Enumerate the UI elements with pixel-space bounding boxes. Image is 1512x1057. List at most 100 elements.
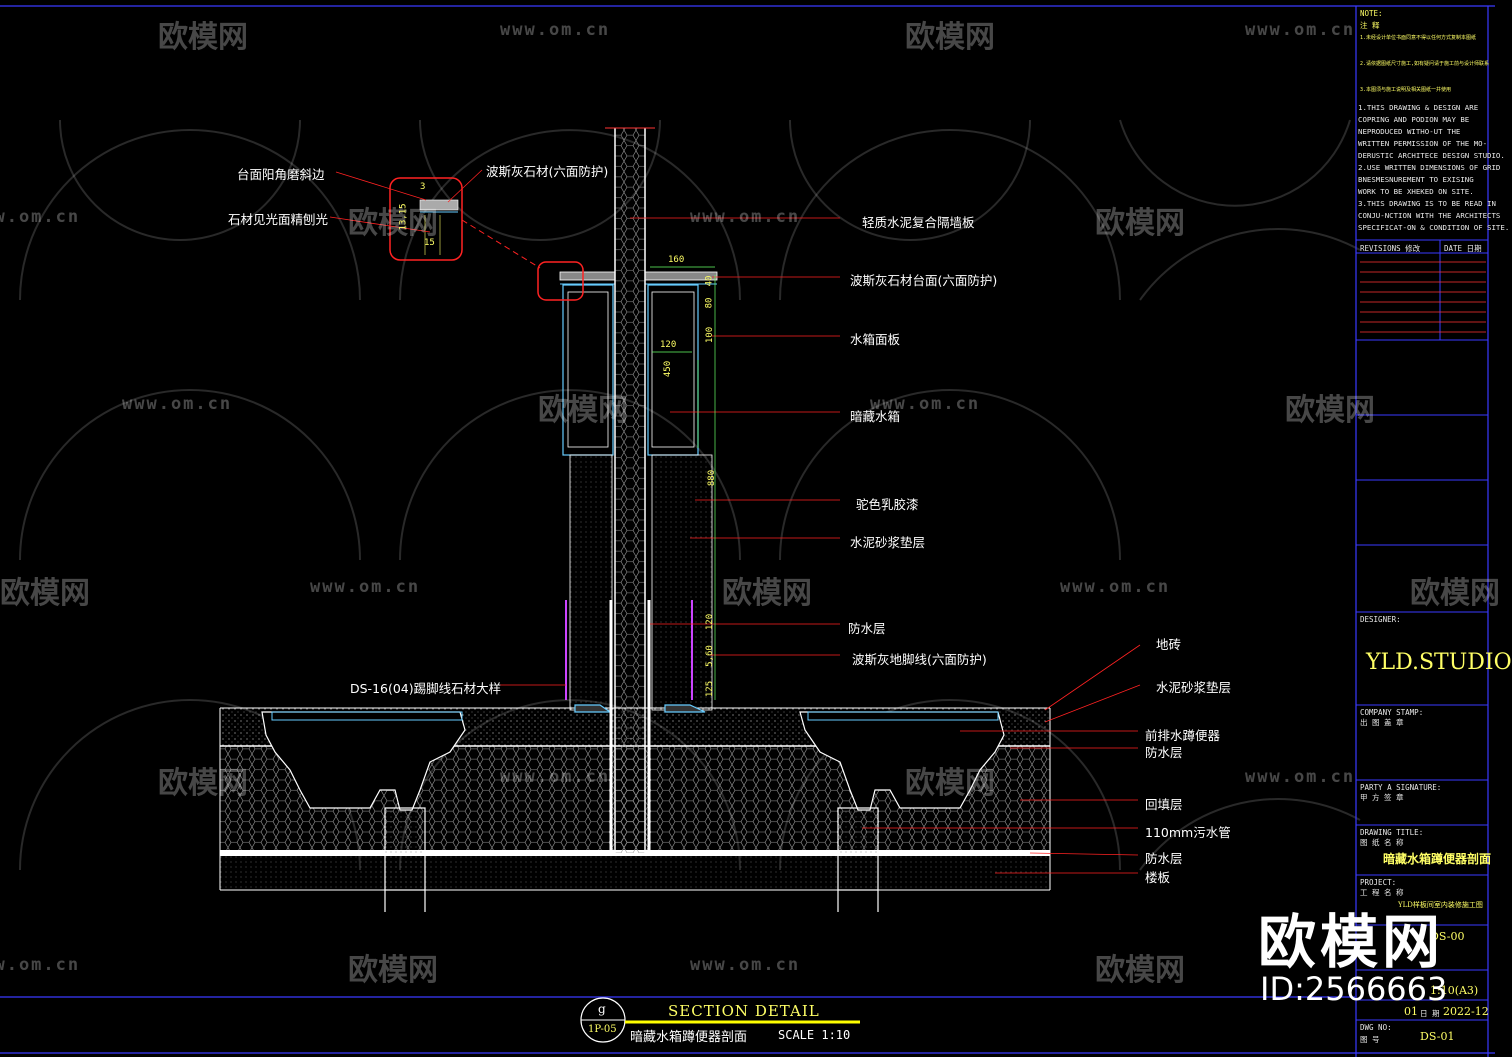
- label-skirting-ref: DS-16(04)踢脚线石材大样: [350, 681, 502, 696]
- tb-party-sign-cn: 甲 方 签 章: [1360, 793, 1404, 802]
- tb-notes-en: 1.THIS DRAWING & DESIGN ARE COPRING AND …: [1358, 102, 1509, 234]
- watermark-logo: 欧模网: [905, 20, 995, 55]
- label-floor-tile: 地砖: [1156, 637, 1182, 652]
- label-backfill: 回填层: [1145, 797, 1183, 812]
- dim-880: 880: [707, 469, 718, 487]
- label-waterproof-1: 防水层: [1145, 745, 1183, 760]
- section-marker-top: g: [598, 1002, 606, 1016]
- dim-detail-a: 3: [420, 182, 426, 192]
- tb-note-en: 2.USE WRITTEN DIMENSIONS OF GRID: [1358, 163, 1501, 172]
- watermark-logo: 欧模网: [538, 393, 628, 428]
- dim-detail-b: 13,15: [398, 203, 409, 231]
- dimension-lines: [650, 266, 716, 700]
- watermark-logo: 欧模网: [1095, 206, 1185, 241]
- watermark-logo: 欧模网: [348, 953, 438, 988]
- tb-designer-label: DESIGNER:: [1360, 615, 1401, 624]
- label-waterproof: 防水层: [848, 621, 886, 636]
- section-scale: SCALE 1:10: [778, 1028, 851, 1042]
- label-drain-pipe: 110mm污水管: [1145, 825, 1231, 840]
- squat-toilet-left: [261, 711, 466, 912]
- watermark-url: www.om.cn: [870, 394, 981, 414]
- watermark-url: www.om.cn: [1245, 20, 1356, 40]
- watermark-url: www.om.cn: [500, 767, 611, 787]
- label-cistern-panel: 水箱面板: [850, 332, 901, 347]
- watermark-logo: 欧模网: [0, 576, 90, 611]
- section-title-cn: 暗藏水箱蹲便器剖面: [630, 1030, 748, 1045]
- watermark-url: www.om.cn: [122, 394, 233, 414]
- label-skirting: 波斯灰地脚线(六面防护): [852, 652, 987, 667]
- dim-100: 100: [705, 326, 716, 344]
- title-block-grid: [1356, 239, 1488, 1021]
- watermark-circles: [19, 119, 1361, 871]
- label-stone-polish: 石材见光面精刨光: [228, 212, 329, 227]
- tb-party-sign: PARTY A SIGNATURE:: [1360, 783, 1442, 792]
- section-marker: [580, 997, 860, 1043]
- drawing-frame: [0, 5, 1495, 1057]
- label-mortar-bed: 水泥砂浆垫层: [1156, 680, 1232, 695]
- tb-dwg-label: DWG NO:: [1360, 1023, 1392, 1032]
- label-corner-bevel: 台面阳角磨斜边: [237, 167, 325, 182]
- tb-scale: 1:10(A3): [1430, 984, 1479, 997]
- label-mortar: 水泥砂浆垫层: [850, 535, 926, 550]
- tb-note-en: SPECIFICAT-ON & CONDITION OF SITE.: [1358, 223, 1510, 232]
- tb-note-head: NOTE:: [1360, 9, 1383, 18]
- leader-lines: [329, 169, 1141, 874]
- watermark-logo: 欧模网: [905, 766, 995, 801]
- skirting-stone: [565, 600, 693, 700]
- tb-dwg-cn: 图 号: [1360, 1035, 1380, 1044]
- watermark-url: www.om.cn: [690, 955, 801, 975]
- tb-note-en: CONJU-NCTION WITH THE ARCHITECTS: [1358, 211, 1501, 220]
- section-title-en: SECTION DETAIL: [668, 1002, 820, 1020]
- label-stone-counter: 波斯灰石材台面(六面防护): [850, 273, 998, 288]
- dim-450: 450: [663, 360, 674, 378]
- dim-60: 5,60: [704, 645, 715, 667]
- tb-project: YLD样板间室内装修施工图: [1398, 901, 1483, 909]
- tb-title-label: DRAWING TITLE:: [1360, 828, 1424, 837]
- watermark-logo: 欧模网: [722, 576, 812, 611]
- tb-note-cn-2: 2.请依据图纸尺寸施工,如有疑问请于施工前与设计师联系: [1360, 61, 1490, 67]
- label-latex-paint: 驼色乳胶漆: [856, 497, 919, 512]
- tb-note-en: DERUSTIC ARCHITECE DESIGN STUDIO.: [1358, 151, 1505, 160]
- dim-80: 80: [704, 297, 715, 309]
- cistern-left: [562, 284, 614, 713]
- tb-date-label: 日 期: [1420, 1009, 1440, 1018]
- watermark-logo: 欧模网: [1095, 953, 1185, 988]
- big-watermark-logo: 欧模网: [1258, 908, 1445, 976]
- dim-120b: 120: [705, 613, 716, 631]
- watermark-url: www.om.cn: [0, 955, 81, 975]
- watermark-logo: 欧模网: [158, 766, 248, 801]
- tb-note-en: WORK TO BE XHEKED ON SITE.: [1358, 187, 1474, 196]
- tb-note-en: 1.THIS DRAWING & DESIGN ARE: [1358, 103, 1479, 112]
- tb-note-en: BNESMESNUREMENT TO EXISING: [1358, 175, 1474, 184]
- tb-company-stamp-cn: 出 图 盖 章: [1360, 718, 1404, 727]
- watermark-logo: 欧模网: [1410, 576, 1500, 611]
- dim-120a: 120: [660, 340, 677, 350]
- dim-160: 160: [668, 255, 685, 265]
- watermark-url: www.om.cn: [500, 20, 611, 40]
- tb-title-cn: 图 纸 名 称: [1360, 838, 1404, 847]
- tb-date-value: 2022-12: [1443, 1005, 1489, 1018]
- tb-project-cn: 工 程 名 称: [1360, 888, 1404, 897]
- tb-note-cn-head: 注 释: [1360, 21, 1380, 30]
- tb-designer: YLD.STUDIO: [1366, 650, 1512, 675]
- dim-detail-c: 15: [424, 238, 435, 248]
- tb-revisions: REVISIONS 修改: [1360, 244, 1421, 253]
- cistern-right: [647, 284, 713, 713]
- squat-toilet-right: [799, 711, 1005, 912]
- label-squat-toilet: 前排水蹲便器: [1145, 728, 1221, 743]
- tb-date: DATE 日期: [1444, 244, 1482, 253]
- label-wall-board: 轻质水泥复合隔墙板: [862, 215, 975, 230]
- tb-note-cn-3: 3.本图须与施工说明及相关图纸一并使用: [1360, 87, 1452, 93]
- tb-note-en: WRITTEN PERMISSION OF THE MO-: [1358, 139, 1488, 148]
- watermark-url: www.om.cn: [1060, 577, 1171, 597]
- tb-drawing-title: 暗藏水箱蹲便器剖面: [1383, 852, 1492, 866]
- tb-project-label: PROJECT:: [1360, 878, 1397, 887]
- tb-dwg-no: DS-01: [1420, 1030, 1455, 1043]
- watermark-url: www.om.cn: [690, 207, 801, 227]
- watermark-logo: 欧模网: [158, 20, 248, 55]
- dim-125: 125: [705, 680, 716, 698]
- label-concealed-cistern: 暗藏水箱: [850, 409, 901, 424]
- detail-callout: [389, 177, 584, 301]
